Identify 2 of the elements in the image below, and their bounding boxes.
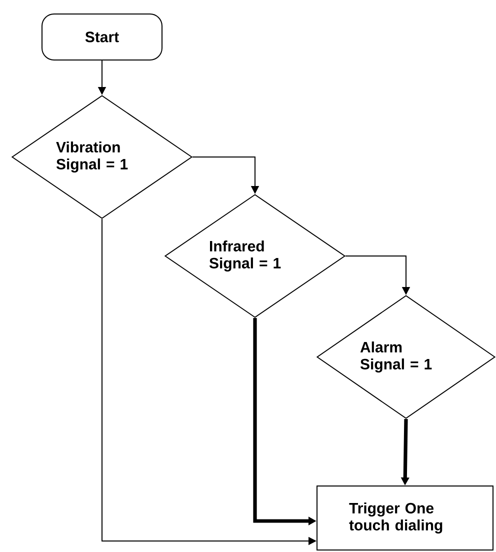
process-box: Trigger One touch dialing: [316, 486, 494, 550]
start-terminal: Start: [42, 14, 162, 60]
